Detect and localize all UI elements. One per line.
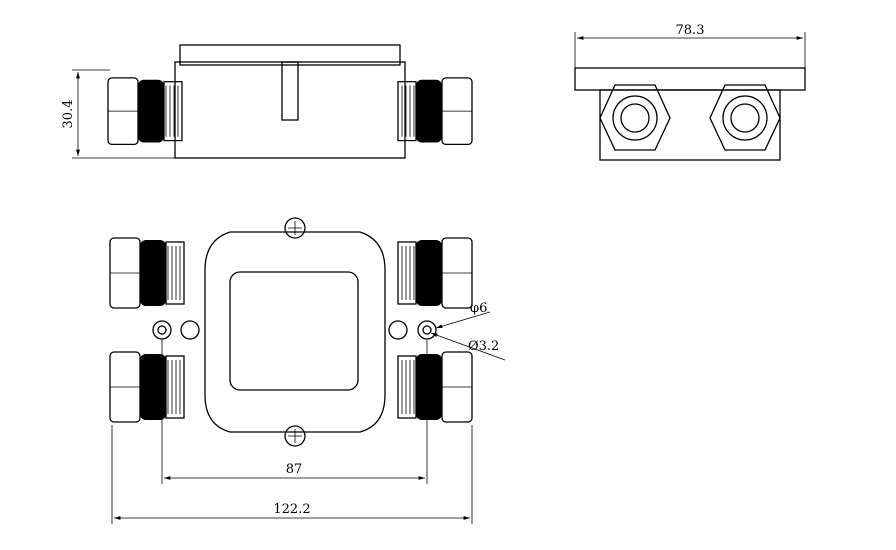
dimension-front-width-label: 78.3 — [676, 23, 705, 38]
outer-diameter-label: φ6 — [470, 301, 487, 316]
side-view — [107, 44, 473, 159]
dimension-height: 30.4 — [61, 69, 175, 159]
hole-spacing-label: 87 — [286, 462, 303, 477]
dimension-hole-spacing: 87 — [161, 340, 428, 484]
dimension-overall-length: 122.2 — [111, 425, 473, 524]
dimension-height-label: 30.4 — [61, 100, 76, 129]
dimension-hole-diameters: φ6 Ø3.2 — [430, 301, 506, 361]
top-view — [109, 217, 473, 447]
overall-length-label: 122.2 — [273, 502, 310, 517]
dimension-front-width: 78.3 — [574, 23, 806, 68]
front-view — [574, 67, 806, 161]
hole-diameter-label: Ø3.2 — [468, 339, 499, 354]
